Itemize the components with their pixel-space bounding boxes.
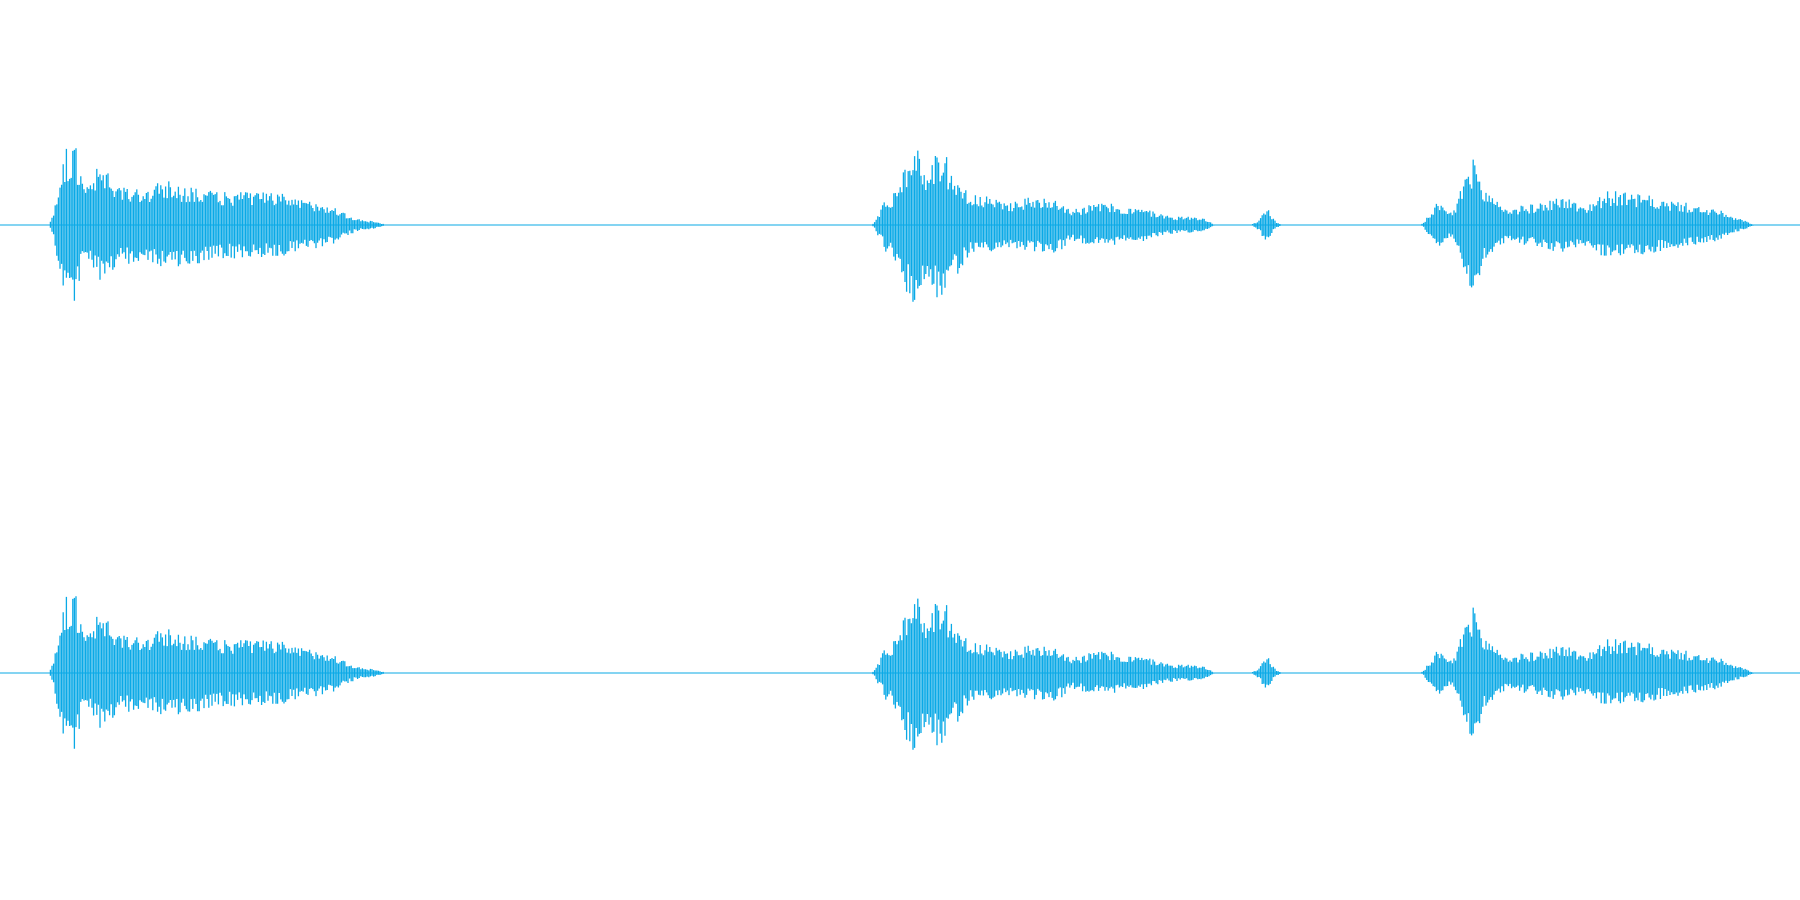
waveform-segment (872, 598, 1215, 750)
waveform-segment (1250, 210, 1283, 240)
waveform-segment (1250, 658, 1283, 688)
waveform-segment (872, 150, 1215, 302)
waveform-segment (49, 148, 388, 301)
waveform-segment (49, 596, 388, 749)
waveform-segment (1421, 607, 1756, 736)
channel-right (0, 596, 1800, 750)
channel-left (0, 148, 1800, 302)
waveform-segment (1421, 159, 1756, 288)
